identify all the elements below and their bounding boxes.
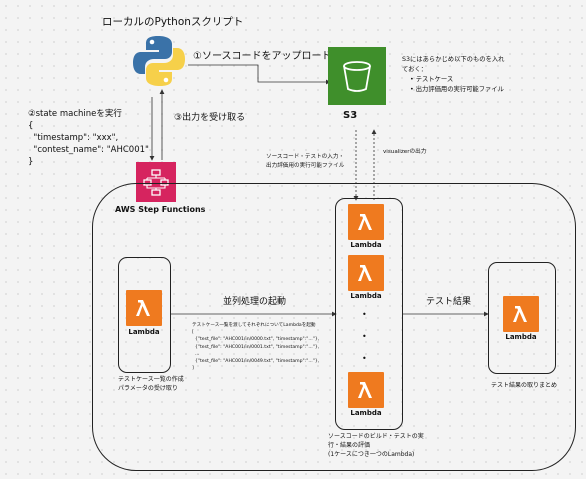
step-functions-workflow-frame (92, 183, 576, 471)
json-line: { (28, 121, 34, 131)
upload-arrow (188, 64, 331, 85)
visualizer-output-label: visualizerの出力 (383, 149, 427, 155)
lambda-icon (348, 372, 384, 408)
s3-note-item: 出力評価用の実行可能ファイル (415, 86, 504, 93)
lambda-icon (348, 255, 384, 291)
parallel-start-label: 並列処理の起動 (223, 297, 287, 307)
s3-to-lambda-label: ソースコード・テストの入力・ 出力評価用の実行可能ファイル (266, 154, 345, 169)
lambda-icon (503, 296, 539, 332)
receive-output-label: ③出力を受け取る (174, 113, 246, 123)
json-line: "timestamp": "xxx", (28, 133, 119, 143)
middle-caption: ソースコードのビルド・テストの実 行・結果の評価 (1ケースにつき一つのLamb… (328, 433, 424, 458)
s3-note-item: テストケース (415, 76, 454, 83)
s3-label: S3 (343, 110, 358, 121)
left-lambda-frame (118, 257, 171, 373)
s3-note-line2: ておく： (402, 66, 427, 73)
lambda-label: Lambda (505, 333, 537, 341)
lambda-label: Lambda (128, 328, 160, 336)
state-machine-title: ②state machineを実行 (28, 109, 122, 119)
step-functions-icon (136, 162, 176, 202)
s3-note: S3にはあらかじめ以下のものを入れ ておく： • テストケース • 出力評価用の… (402, 56, 505, 93)
python-title: ローカルのPythonスクリプト (102, 16, 244, 28)
test-result-label: テスト結果 (426, 297, 472, 307)
state-machine-block: ②state machineを実行 { "timestamp": "xxx", … (28, 108, 149, 168)
invoke-note: テストケース一覧を渡してそれぞれについてLambdaを起動 [ {"test_f… (192, 323, 320, 372)
json-line: } (28, 157, 34, 167)
ellipsis-dot: • (362, 310, 367, 319)
python-logo-icon (130, 32, 188, 90)
right-lambda-frame (488, 262, 556, 374)
upload-label: ①ソースコードをアップロード (193, 51, 332, 62)
lambda-icon (126, 290, 162, 326)
ellipsis-dot: • (362, 332, 367, 341)
json-line: "contest_name": "AHC001" (28, 145, 149, 155)
s3-bucket-icon (328, 47, 386, 105)
middle-lambda-frame (335, 198, 403, 430)
lambda-icon (348, 204, 384, 240)
left-lambda-caption: テストケース一覧の作成 パラメータの受け取り (118, 376, 184, 392)
lambda-label: Lambda (350, 241, 382, 249)
ellipsis-dot: • (362, 354, 367, 363)
lambda-label: Lambda (350, 292, 382, 300)
lambda-label: Lambda (350, 409, 382, 417)
right-caption: テスト結果の取りまとめ (491, 382, 558, 389)
s3-note-line1: S3にはあらかじめ以下のものを入れ (402, 56, 505, 63)
step-functions-label: AWS Step Functions (115, 205, 206, 214)
